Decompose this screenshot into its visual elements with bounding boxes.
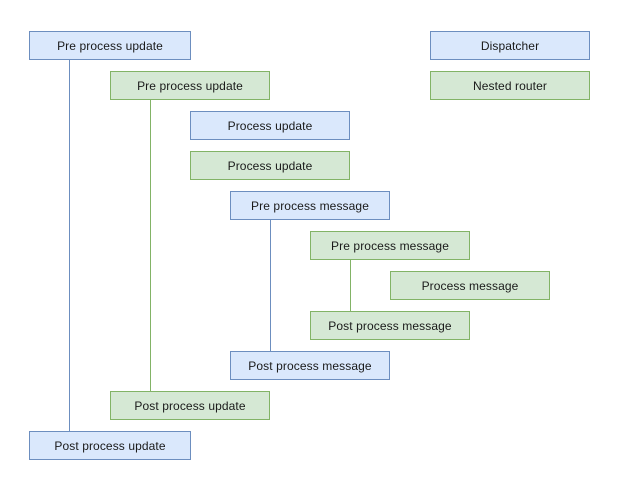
legend-item-dispatcher[interactable]: Dispatcher [430, 31, 590, 60]
node-label: Post process message [248, 358, 372, 373]
legend-label: Dispatcher [480, 38, 540, 53]
node-label: Process message [421, 278, 519, 293]
edge-pre-update-router-to-post-update-router [150, 100, 151, 391]
node-label: Pre process message [251, 198, 369, 213]
node-process-update-dispatcher[interactable]: Process update [190, 111, 350, 140]
node-label: Post process update [54, 438, 166, 453]
legend-label: Nested router [472, 78, 547, 93]
node-post-process-update-dispatcher[interactable]: Post process update [29, 431, 191, 460]
node-process-update-router[interactable]: Process update [190, 151, 350, 180]
edge-pre-message-router-to-post-message-router [350, 260, 351, 311]
node-label: Pre process message [331, 238, 449, 253]
node-pre-process-update-dispatcher[interactable]: Pre process update [29, 31, 191, 60]
node-label: Pre process update [137, 78, 243, 93]
node-post-process-message-dispatcher[interactable]: Post process message [230, 351, 390, 380]
node-label: Post process update [134, 398, 246, 413]
node-post-process-update-router[interactable]: Post process update [110, 391, 270, 420]
node-post-process-message-router[interactable]: Post process message [310, 311, 470, 340]
node-label: Pre process update [57, 38, 163, 53]
node-pre-process-message-router[interactable]: Pre process message [310, 231, 470, 260]
node-pre-process-update-router[interactable]: Pre process update [110, 71, 270, 100]
edge-pre-message-dispatcher-to-post-message-dispatcher [270, 220, 271, 351]
edge-pre-update-dispatcher-to-post-update-dispatcher [69, 60, 70, 431]
node-pre-process-message-dispatcher[interactable]: Pre process message [230, 191, 390, 220]
node-process-message-router[interactable]: Process message [390, 271, 550, 300]
node-label: Post process message [328, 318, 452, 333]
legend-item-nested-router[interactable]: Nested router [430, 71, 590, 100]
node-label: Process update [227, 118, 313, 133]
node-label: Process update [227, 158, 313, 173]
